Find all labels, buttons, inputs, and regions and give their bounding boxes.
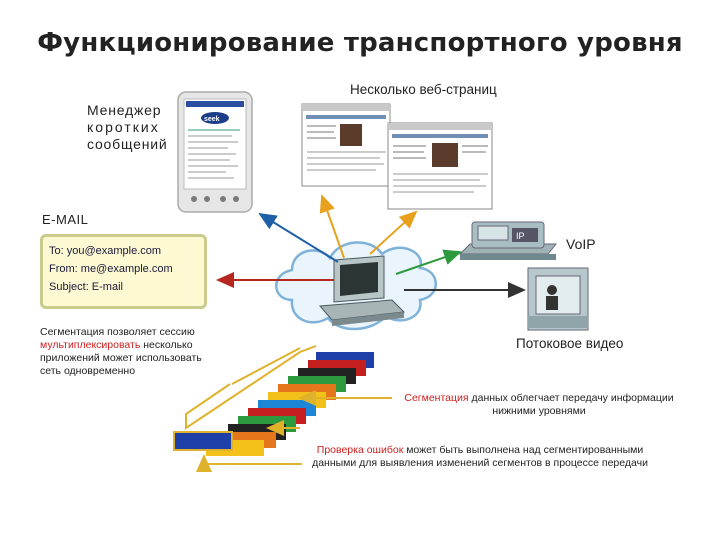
video-label: Потоковое видео: [516, 336, 623, 351]
phone-screen-brand: seek: [204, 116, 220, 123]
seg-data-highlight: Сегментация: [404, 392, 468, 404]
sms-label-line-1: Менеджер: [87, 102, 167, 119]
error-check-text: Проверка ошибок может быть выполнена над…: [300, 444, 660, 470]
seg-data-line-1: Сегментация данных облегчает передачу ин…: [394, 392, 684, 405]
email-from: From: me@example.com: [49, 260, 198, 278]
seg-session-line-2-rest: несколько: [140, 339, 192, 351]
error-check-highlight: Проверка ошибок: [317, 444, 404, 456]
sms-manager-label: Менеджер коротких сообщений: [87, 102, 167, 153]
error-check-line-1: Проверка ошибок может быть выполнена над…: [300, 444, 660, 457]
email-label: E-MAIL: [42, 212, 88, 227]
seg-session-line-3: приложений может использовать: [40, 352, 240, 365]
seg-session-highlight: мультиплексировать: [40, 339, 140, 351]
voip-label: VoIP: [566, 236, 596, 252]
web-pages-label: Несколько веб-страниц: [350, 82, 497, 97]
email-box: To: you@example.com From: me@example.com…: [40, 234, 207, 309]
seg-session-line-4: сеть одновременно: [40, 365, 240, 378]
sms-label-line-2: коротких: [87, 119, 167, 136]
web-page-window-1: [302, 104, 390, 186]
segmentation-data-text: Сегментация данных облегчает передачу ин…: [394, 392, 684, 418]
seg-session-line-2: мультиплексировать несколько: [40, 339, 240, 352]
error-check-line-2: данными для выявления изменений сегменто…: [300, 457, 660, 470]
pda-device-icon: [178, 92, 252, 212]
ip-badge: IP: [516, 231, 525, 241]
seg-session-line-1: Сегментация позволяет сессию: [40, 326, 240, 339]
arrow-error-check-bottom: [204, 456, 302, 464]
seg-data-rest: данных облегчает передачу информации: [469, 392, 674, 404]
segmentation-session-text: Сегментация позволяет сессию мультиплекс…: [40, 326, 240, 378]
email-to: To: you@example.com: [49, 242, 198, 260]
email-subject: Subject: E-mail: [49, 278, 198, 296]
error-check-rest: может быть выполнена над сегментированны…: [403, 444, 643, 456]
sms-label-line-3: сообщений: [87, 136, 167, 153]
seg-data-line-2: нижними уровнями: [394, 405, 684, 418]
video-kiosk-icon: [528, 268, 588, 330]
ip-phone-icon: [460, 222, 556, 260]
arrow-to-web-1: [322, 196, 344, 258]
web-page-window-2: [388, 123, 492, 209]
